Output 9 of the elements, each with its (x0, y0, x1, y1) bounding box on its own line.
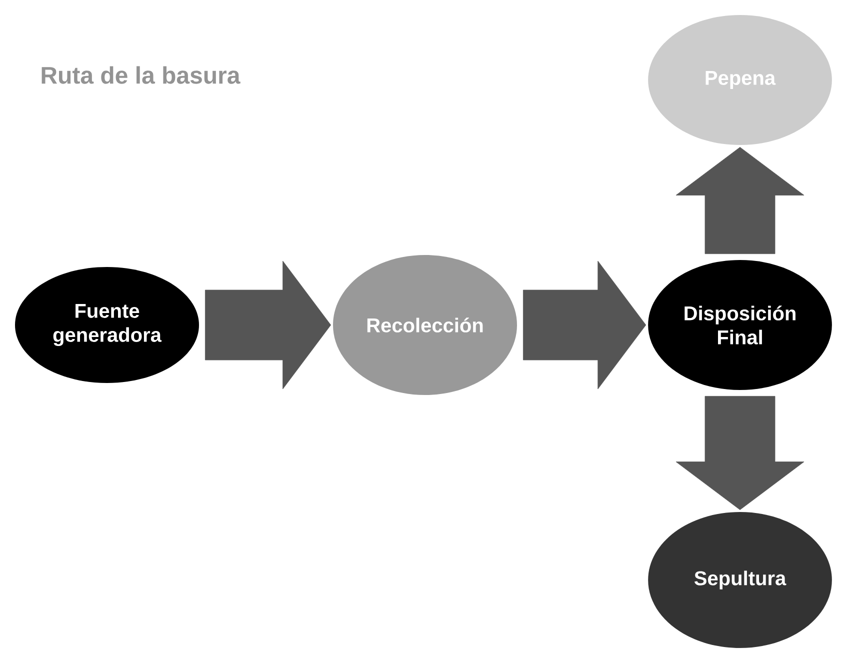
title: Ruta de la basura (42, 66, 240, 84)
block-arrow (205, 260, 331, 390)
block-arrow (676, 396, 804, 510)
ellipse-node: Disposición Final (648, 260, 832, 390)
ellipse-node: Recolección (333, 255, 517, 395)
ellipse-node: Sepultura (648, 512, 832, 648)
ellipse-node: Fuente generadora (15, 267, 199, 383)
block-arrow (523, 260, 646, 390)
block-arrow (676, 147, 804, 254)
